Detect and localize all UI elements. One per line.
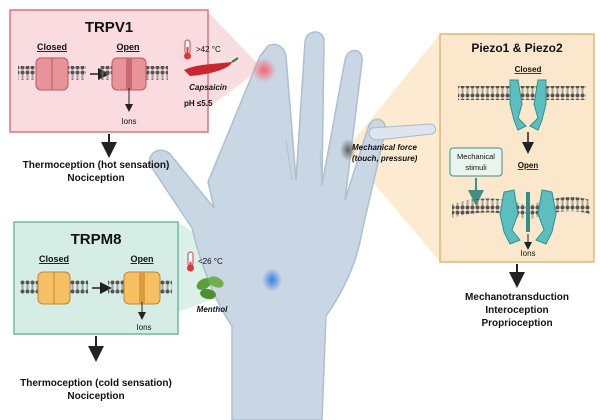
trpm8-open-label: Open <box>130 254 153 264</box>
heat-spot <box>252 58 276 82</box>
piezo-force-1: Mechanical force <box>352 143 417 152</box>
cold-spot <box>262 268 282 292</box>
trpm8-ions-label: Ions <box>136 323 151 332</box>
trpm8-temperature: <26 °C <box>198 257 223 266</box>
trpv1-outcome-1: Thermoception (hot sensation) <box>23 160 170 171</box>
piezo-outcome-2: Interoception <box>485 305 548 316</box>
piezo-open-label: Open <box>518 161 539 170</box>
piezo-callout-wedge <box>346 34 440 262</box>
trpv1-ph: pH ≤5.5 <box>184 99 213 108</box>
piezo-ions-label: Ions <box>520 249 535 258</box>
trpv1-agonist: Capsaicin <box>189 83 227 92</box>
thermometer-icon <box>184 39 191 60</box>
trpm8-agonist: Menthol <box>197 305 228 314</box>
trpm8-panel: TRPM8 Closed Open Ions <box>13 221 179 335</box>
trpm8-closed-label: Closed <box>39 254 69 264</box>
piezo-outcome-3: Proprioception <box>481 318 552 329</box>
trpm8-title: TRPM8 <box>71 231 122 248</box>
trpv1-panel: TRPV1 Closed Open Ions <box>9 9 209 133</box>
finger-pressing-icon <box>368 123 437 141</box>
piezo-force-2: (touch, pressure) <box>352 154 418 163</box>
trpm8-outcome-2: Nociception <box>67 391 124 402</box>
trpv1-outcome-2: Nociception <box>67 173 124 184</box>
thermometer-icon <box>187 251 194 272</box>
piezo-stimulus-1: Mechanical <box>457 152 495 161</box>
trpv1-ions-label: Ions <box>121 117 136 126</box>
mint-leaf-icon <box>196 276 224 300</box>
piezo-closed-channel <box>509 79 547 131</box>
piezo-outcome-1: Mechanotransduction <box>465 292 569 303</box>
piezo-title: Piezo1 & Piezo2 <box>471 41 563 55</box>
trpv1-closed-label: Closed <box>37 42 67 52</box>
piezo-stimulus-2: stimuli <box>465 163 487 172</box>
trpm8-outcome-1: Thermoception (cold sensation) <box>20 378 172 389</box>
piezo-closed-label: Closed <box>515 65 542 74</box>
trpv1-open-label: Open <box>116 42 139 52</box>
piezo-panel: Piezo1 & Piezo2 Closed Open Mechanical s… <box>439 33 595 263</box>
pressure-spot <box>340 139 356 161</box>
trpv1-title: TRPV1 <box>85 19 133 36</box>
mechanical-stimuli-box: Mechanical stimuli <box>449 147 503 177</box>
trpv1-temperature: >42 °C <box>196 45 221 54</box>
piezo-open-channel <box>499 189 557 245</box>
chili-pepper-icon <box>184 57 239 76</box>
